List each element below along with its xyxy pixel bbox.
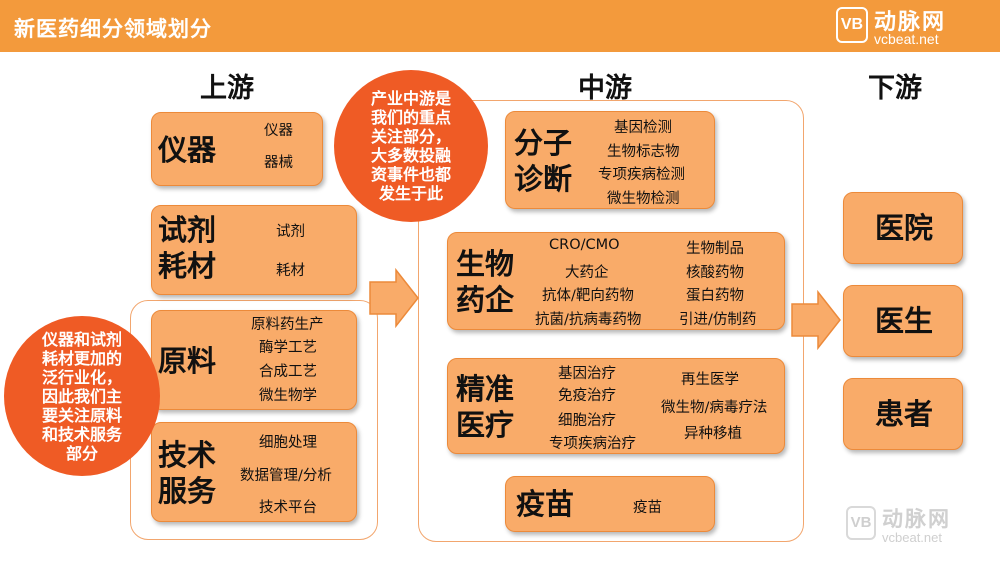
box-reagents-item: 试剂 <box>276 224 305 240</box>
box-reagents-item: 耗材 <box>276 263 305 279</box>
box-molecular-diagnostics-item: 微生物检测 <box>607 191 680 207</box>
box-biopharma-item: 蛋白药物 <box>686 288 744 304</box>
box-biopharma-item: 核酸药物 <box>686 265 744 281</box>
box-raw-materials-item: 酶学工艺 <box>259 340 317 356</box>
box-molecular-diagnostics-item: 生物标志物 <box>607 144 680 160</box>
box-tech-services-title: 技术 服务 <box>158 438 217 508</box>
box-biopharma-item: CRO/CMO <box>549 237 620 253</box>
box-precision-medicine-item: 异种移植 <box>684 426 742 442</box>
brand-logo: VB 动脉网 vcbeat.net <box>836 4 996 50</box>
watermark-name: 动脉网 <box>882 507 951 531</box>
page-title: 新医药细分领域划分 <box>14 17 212 41</box>
box-reagents: 试剂 耗材 试剂 耗材 <box>151 205 357 295</box>
watermark-url: vcbeat.net <box>882 530 942 545</box>
box-biopharma-item: 抗菌/抗病毒药物 <box>535 312 642 328</box>
box-tech-services-item: 细胞处理 <box>259 435 317 451</box>
column-title-midstream: 中游 <box>578 73 632 104</box>
box-raw-materials-item: 合成工艺 <box>259 364 317 380</box>
box-precision-medicine: 精准 医疗 基因治疗 免疫治疗 细胞治疗 专项疾病治疗 再生医学 微生物/病毒疗… <box>447 358 785 454</box>
box-molecular-diagnostics: 分子 诊断 基因检测 生物标志物 专项疾病检测 微生物检测 <box>505 111 715 209</box>
logo-url: vcbeat.net <box>874 31 939 47</box>
callout-midstream-focus: 产业中游是 我们的重点 关注部分， 大多数投融 资事件也都 发生于此 <box>334 70 488 222</box>
column-title-upstream: 上游 <box>200 73 254 104</box>
box-precision-medicine-item: 免疫治疗 <box>558 388 616 404</box>
box-reagents-title: 试剂 耗材 <box>158 213 217 283</box>
header-bar: 新医药细分领域划分 VB 动脉网 vcbeat.net <box>0 0 1000 52</box>
box-hospital: 医院 <box>843 192 963 264</box>
arrow-midstream-to-downstream <box>791 290 841 350</box>
arrow-upstream-to-midstream <box>369 268 419 328</box>
box-biopharma-item: 生物制品 <box>686 241 744 257</box>
box-raw-materials-item: 原料药生产 <box>251 317 324 333</box>
column-title-downstream: 下游 <box>868 73 922 104</box>
box-instruments-title: 仪器 <box>158 133 217 167</box>
box-tech-services: 技术 服务 细胞处理 数据管理/分析 技术平台 <box>151 422 357 522</box>
box-biopharma-item: 抗体/靶向药物 <box>542 288 634 304</box>
logo-name: 动脉网 <box>874 10 947 35</box>
box-patient: 患者 <box>843 378 963 450</box>
box-precision-medicine-item: 专项疾病治疗 <box>549 436 636 452</box>
box-precision-medicine-item: 微生物/病毒疗法 <box>661 400 768 416</box>
box-raw-materials-title: 原料 <box>158 344 217 378</box>
watermark-logo: VB 动脉网 vcbeat.net <box>846 503 996 553</box>
box-vaccine-title: 疫苗 <box>516 487 575 521</box>
box-raw-materials-item: 微生物学 <box>259 388 317 404</box>
box-vaccine: 疫苗 疫苗 <box>505 476 715 532</box>
box-molecular-diagnostics-item: 基因检测 <box>614 120 672 136</box>
logo-badge-icon: VB <box>836 7 868 43</box>
box-precision-medicine-item: 基因治疗 <box>558 366 616 382</box>
box-precision-medicine-title: 精准 医疗 <box>456 372 515 442</box>
box-hospital-label: 医院 <box>875 211 934 245</box>
box-molecular-diagnostics-item: 专项疾病检测 <box>598 167 685 183</box>
box-instruments-item: 仪器 <box>264 123 293 139</box>
box-biopharma-title: 生物 药企 <box>456 247 515 317</box>
box-tech-services-item: 技术平台 <box>259 500 317 516</box>
box-tech-services-item: 数据管理/分析 <box>240 468 332 484</box>
box-precision-medicine-item: 细胞治疗 <box>558 413 616 429</box>
box-raw-materials: 原料 原料药生产 酶学工艺 合成工艺 微生物学 <box>151 310 357 410</box>
box-biopharma: 生物 药企 CRO/CMO 大药企 抗体/靶向药物 抗菌/抗病毒药物 生物制品 … <box>447 232 785 330</box>
box-biopharma-item: 大药企 <box>565 265 609 281</box>
box-doctor-label: 医生 <box>875 304 934 338</box>
box-molecular-diagnostics-title: 分子 诊断 <box>514 126 573 196</box>
callout-upstream-focus: 仪器和试剂 耗材更加的 泛行业化， 因此我们主 要关注原料 和技术服务 部分 <box>4 316 160 476</box>
box-precision-medicine-item: 再生医学 <box>681 372 739 388</box>
box-biopharma-item: 引进/仿制药 <box>679 312 757 328</box>
box-patient-label: 患者 <box>875 397 934 431</box>
watermark-badge-icon: VB <box>846 506 876 540</box>
box-doctor: 医生 <box>843 285 963 357</box>
box-instruments-item: 器械 <box>264 155 293 171</box>
box-vaccine-item: 疫苗 <box>633 500 662 516</box>
box-instruments: 仪器 仪器 器械 <box>151 112 323 186</box>
